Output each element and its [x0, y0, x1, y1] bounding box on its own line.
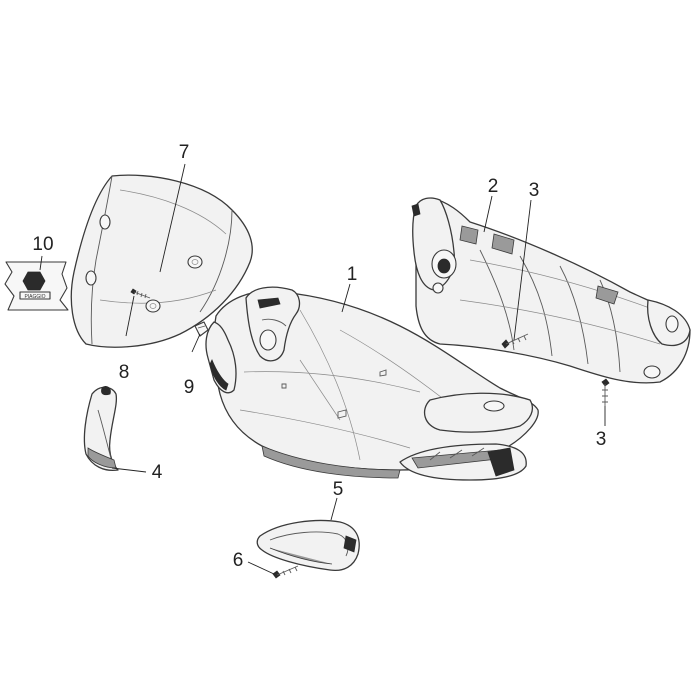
- leader-lines: [39, 163, 606, 575]
- part-5-lower-cover: [256, 519, 360, 572]
- callout-4: 4: [152, 462, 163, 483]
- leader-7: [159, 163, 186, 273]
- part-7-front-cover: [70, 174, 253, 348]
- part-8-screw: [130, 288, 151, 299]
- part-3-screw-a: [501, 333, 529, 349]
- callout-9: 9: [184, 377, 195, 398]
- callout-5: 5: [333, 479, 344, 500]
- part-10-decal: PIAGGIO: [4, 261, 69, 311]
- callout-7: 7: [179, 142, 190, 163]
- callout-3a: 3: [529, 180, 540, 201]
- leader-8: [125, 295, 135, 337]
- callout-3b: 3: [596, 429, 607, 450]
- decal-text: PIAGGIO: [24, 294, 45, 300]
- part-6-screw: [272, 565, 299, 579]
- leader-2: [483, 195, 493, 233]
- part-3-screw-b: [601, 378, 610, 406]
- callout-8: 8: [119, 362, 130, 383]
- leader-1: [341, 283, 351, 313]
- part-1-handlebar-cover: [205, 286, 539, 481]
- callout-2: 2: [488, 176, 499, 197]
- callout-labels: 1 2 3 3 4 5 6 7 8 9 10: [32, 142, 606, 571]
- callout-6: 6: [233, 550, 244, 571]
- part-2-rear-cover: [411, 197, 691, 384]
- part-4-small-cover: [83, 386, 119, 472]
- leader-10: [39, 255, 43, 271]
- leader-3a: [513, 199, 532, 341]
- leader-4: [111, 467, 147, 473]
- leader-6: [247, 561, 275, 575]
- leader-5: [330, 497, 338, 521]
- callout-10: 10: [32, 234, 53, 255]
- leader-9: [191, 333, 201, 353]
- callout-1: 1: [347, 264, 358, 285]
